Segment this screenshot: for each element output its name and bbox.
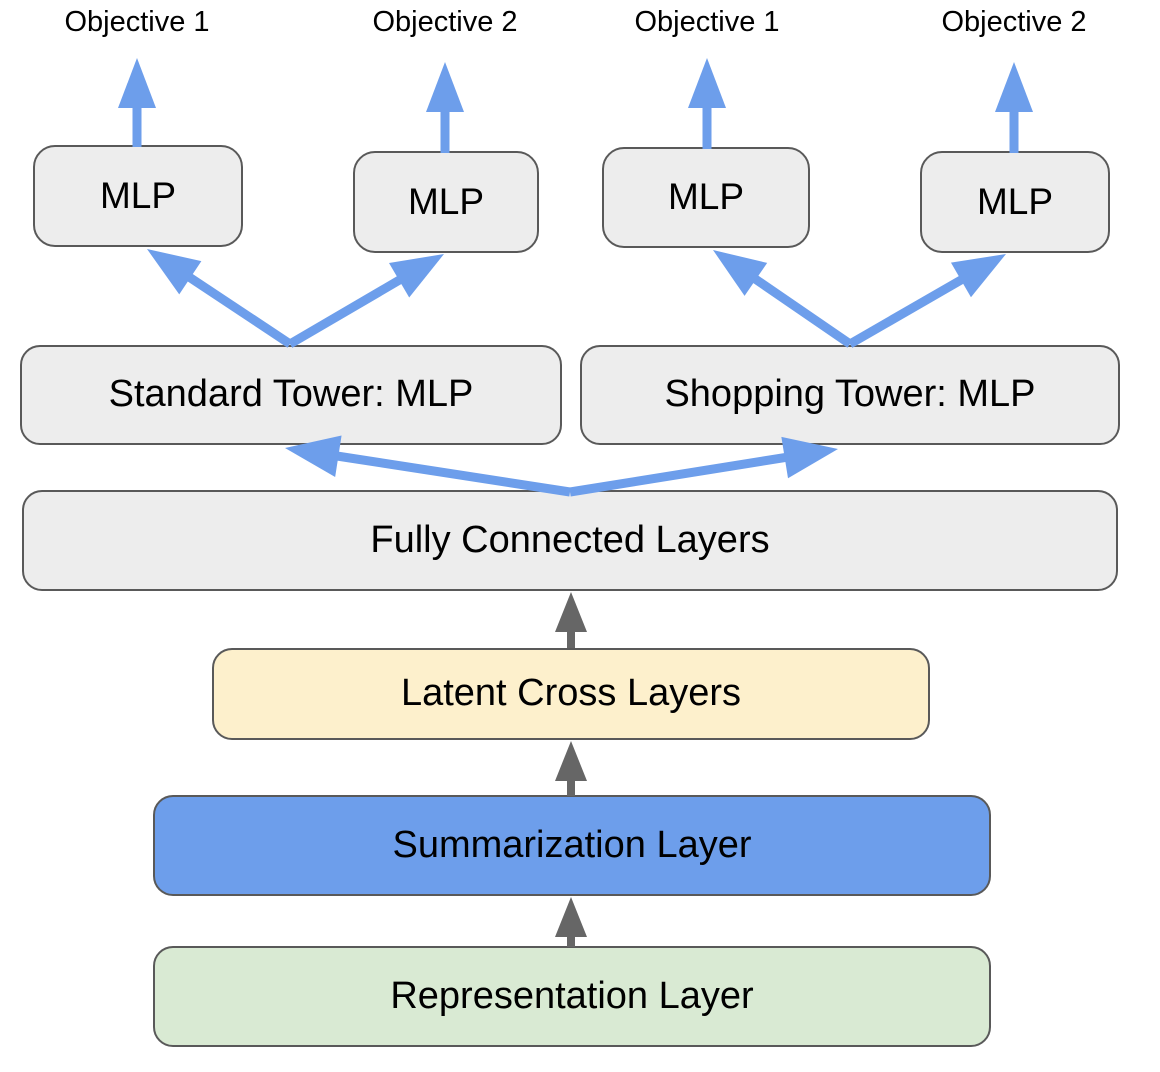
node-representation-layer: Representation Layer	[153, 946, 991, 1047]
arrow-mlp-3-to-objective-1	[688, 58, 726, 149]
node-standard-tower: Standard Tower: MLP	[20, 345, 562, 445]
arrow-mlp-4-to-objective-2	[995, 62, 1033, 153]
objective-1-label-left: Objective 1	[64, 6, 210, 38]
arrow-fc-to-shopping-tower	[569, 436, 838, 497]
arrow-standard-tower-to-mlp-2	[287, 254, 444, 348]
objective-2-label-left: Objective 2	[372, 6, 518, 38]
arrow-mlp-2-to-objective-2	[426, 62, 464, 153]
objective-2-label-right: Objective 2	[941, 6, 1087, 38]
arrow-shopping-tower-to-mlp-4	[847, 254, 1006, 348]
arrow-latent-cross-to-fully-connected	[555, 592, 587, 648]
objective-1-label-right: Objective 1	[634, 6, 780, 38]
arrow-representation-to-summarization	[555, 897, 587, 947]
node-fully-connected-layers: Fully Connected Layers	[22, 490, 1118, 591]
node-mlp-1: MLP	[33, 145, 243, 247]
node-latent-cross-layers: Latent Cross Layers	[212, 648, 930, 740]
node-summarization-layer: Summarization Layer	[153, 795, 991, 896]
node-mlp-4: MLP	[920, 151, 1110, 253]
arrow-mlp-1-to-objective-1	[118, 58, 156, 147]
arrow-shopping-tower-to-mlp-3	[713, 250, 853, 348]
node-shopping-tower: Shopping Tower: MLP	[580, 345, 1120, 445]
arrow-summarization-to-latent-cross	[555, 741, 587, 796]
arrow-standard-tower-to-mlp-1	[147, 249, 293, 348]
node-mlp-3: MLP	[602, 147, 810, 248]
node-mlp-2: MLP	[353, 151, 539, 253]
